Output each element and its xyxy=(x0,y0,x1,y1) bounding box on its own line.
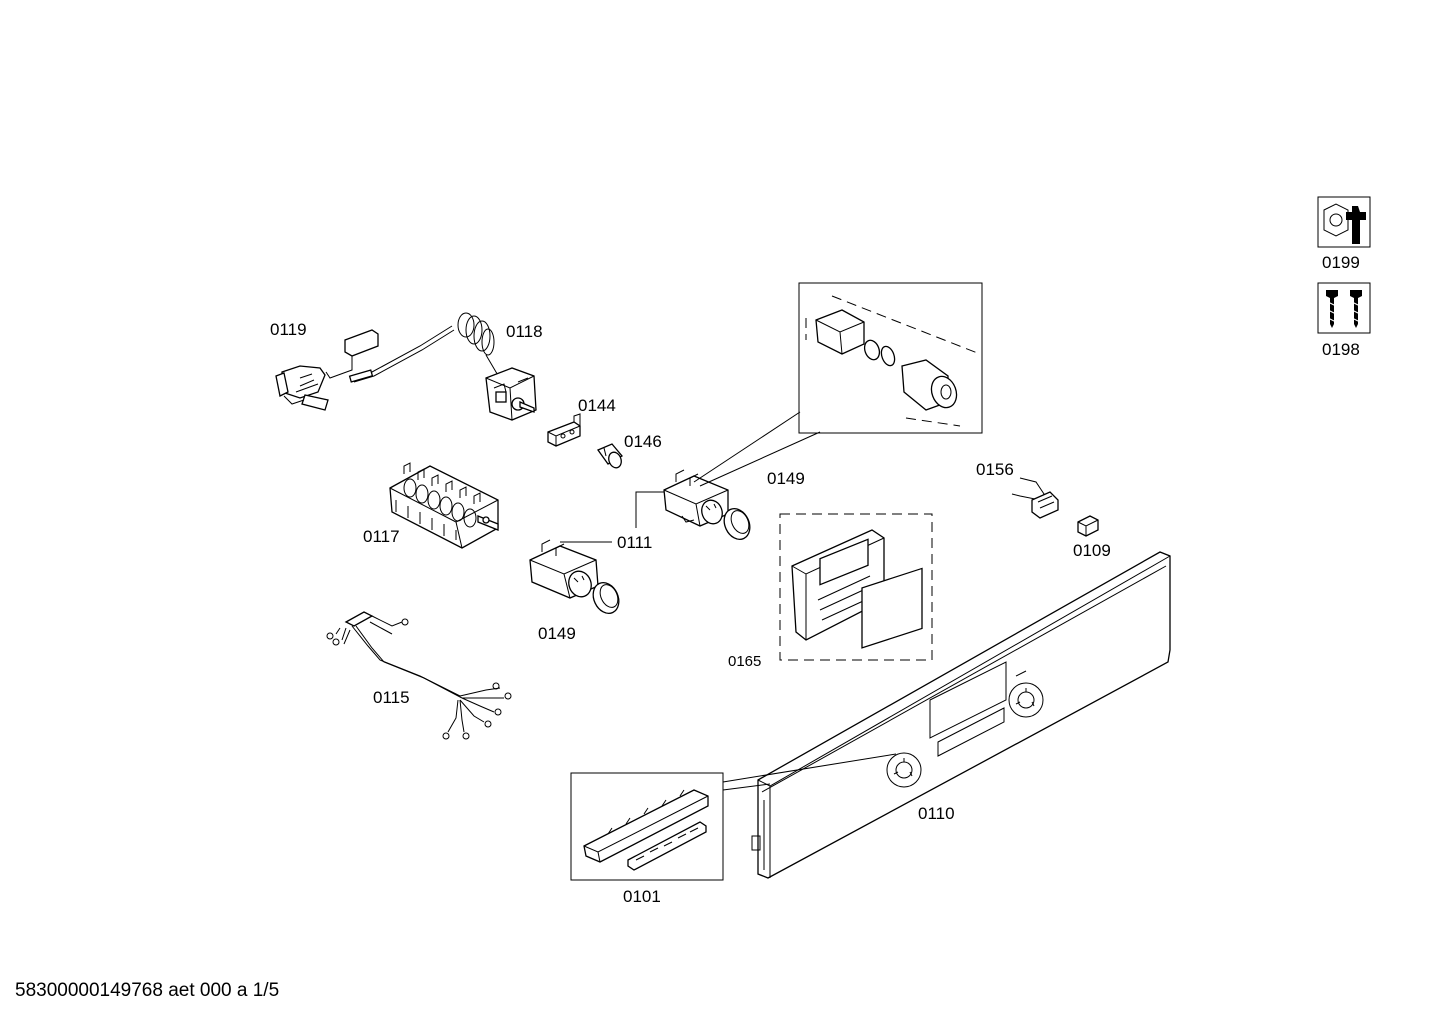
label-0109: 0109 xyxy=(1073,541,1111,560)
label-0117: 0117 xyxy=(363,527,400,546)
label-0101: 0101 xyxy=(623,887,661,906)
part-0110-control-panel xyxy=(751,551,1171,879)
label-0118: 0118 xyxy=(506,322,543,341)
part-0165-electronics-module xyxy=(779,513,933,661)
part-0115-wiring-harness xyxy=(326,611,512,740)
part-0117-selector-switch xyxy=(389,462,499,549)
part-0101-key-module xyxy=(570,753,897,881)
label-0149-bottom: 0149 xyxy=(538,624,576,643)
part-0156-sensor-lead xyxy=(1011,477,1059,519)
screws-icon xyxy=(1317,282,1371,334)
part-0111-knob-bottom xyxy=(529,539,599,599)
label-0115: 0115 xyxy=(373,688,410,707)
part-0146-lamp xyxy=(597,443,623,469)
nut-and-wrench-icon xyxy=(1317,196,1371,248)
label-0119: 0119 xyxy=(270,320,307,339)
part-0111-knob-top xyxy=(663,469,729,527)
label-0156: 0156 xyxy=(976,460,1014,479)
document-code: 58300000149768 aet 000 a 1/5 xyxy=(15,980,280,1001)
label-0199: 0199 xyxy=(1322,253,1360,272)
part-0149-ring-top xyxy=(723,507,751,541)
label-0110: 0110 xyxy=(918,804,955,823)
part-0109-connector xyxy=(1077,515,1099,537)
leader-lines xyxy=(560,491,664,543)
part-0118-thermostat xyxy=(348,312,537,421)
label-0198: 0198 xyxy=(1322,340,1360,359)
label-0144: 0144 xyxy=(578,396,616,415)
part-0144-bracket xyxy=(547,413,581,447)
part-0149-ring-bottom xyxy=(592,581,620,615)
label-0111: 0111 xyxy=(617,533,652,552)
label-0146: 0146 xyxy=(624,432,662,451)
label-0165: 0165 xyxy=(728,653,761,670)
label-0149-top: 0149 xyxy=(767,469,805,488)
part-0119-bracket xyxy=(275,329,379,411)
detail-inset-knob-exploded xyxy=(693,282,983,487)
